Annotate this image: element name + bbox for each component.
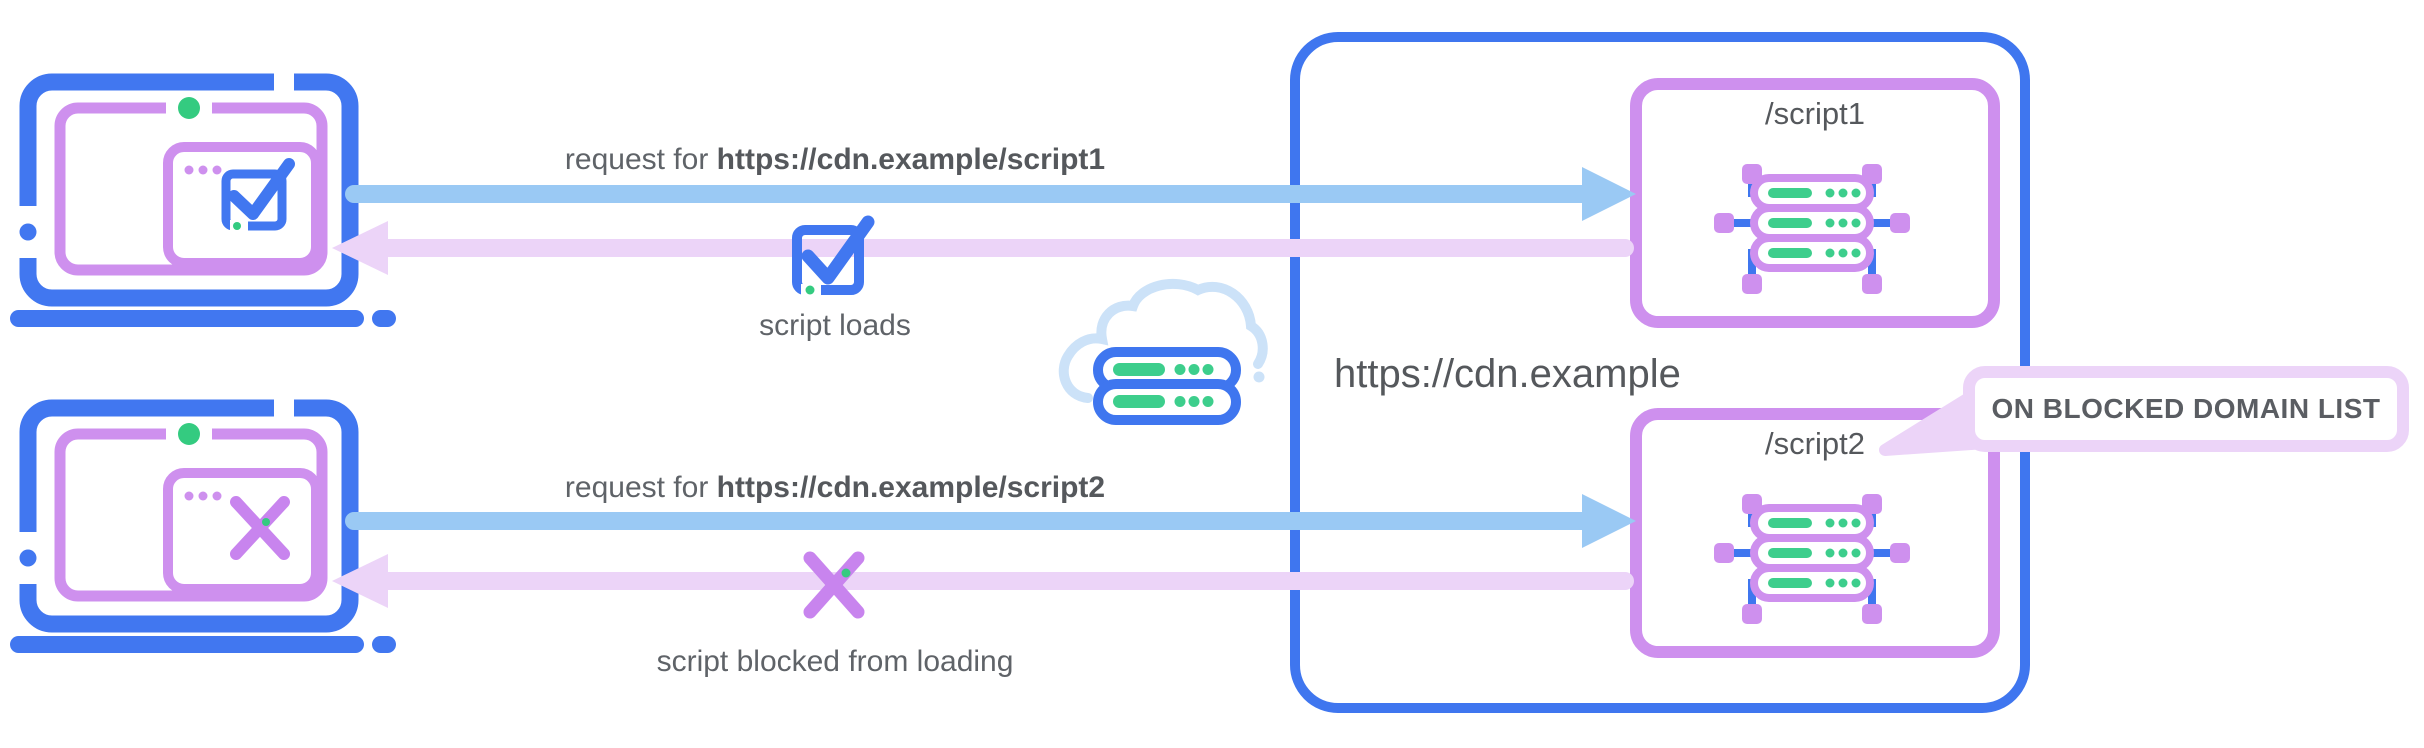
laptop-allowed-icon: [10, 70, 396, 327]
server-cluster-icon: [1714, 164, 1910, 294]
response-arrow-script2: [384, 572, 1634, 590]
request-label-script1: request for https://cdn.example/script1: [564, 143, 1106, 176]
response-label-script2: script blocked from loading: [656, 645, 1014, 678]
request-arrow-script1: [345, 185, 1586, 203]
response-arrow-script1: [384, 239, 1634, 257]
cdn-cloud-icon: [1058, 278, 1268, 425]
endpoint-label-script1: /script1: [1765, 96, 1865, 131]
request-arrowhead-script2: [1582, 494, 1636, 548]
browser-status-dot: [178, 97, 200, 119]
request-label-script2: request for https://cdn.example/script2: [564, 471, 1106, 504]
request-arrowhead-script1: [1582, 167, 1636, 221]
blocked-x-icon: [803, 551, 865, 619]
response-arrowhead-script1: [332, 221, 388, 275]
response-label-script1: script loads: [759, 309, 911, 342]
callout-label: ON BLOCKED DOMAIN LIST: [1991, 393, 2381, 424]
response-arrowhead-script2: [332, 554, 388, 608]
browser-status-dot: [178, 423, 200, 445]
blocked-x-icon: [230, 496, 290, 560]
check-icon: [221, 158, 295, 232]
check-icon: [792, 215, 875, 296]
laptop-blocked-icon: [10, 396, 396, 653]
endpoint-label-script2: /script2: [1765, 426, 1865, 461]
cdn-origin-label: https://cdn.example: [1334, 352, 1681, 396]
server-cluster-icon: [1714, 494, 1910, 624]
request-arrow-script2: [345, 512, 1586, 530]
blocked-domain-callout: ON BLOCKED DOMAIN LIST: [1963, 366, 2409, 452]
